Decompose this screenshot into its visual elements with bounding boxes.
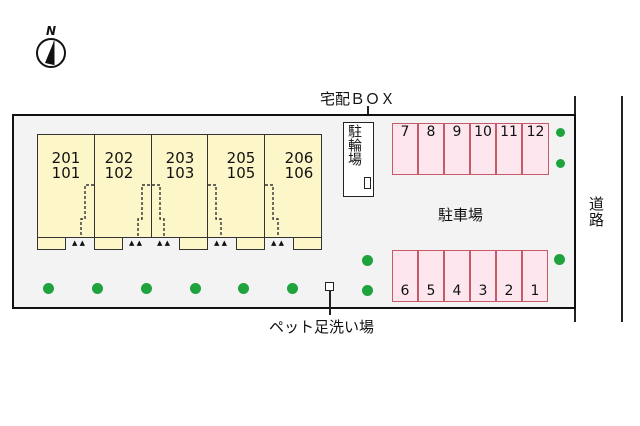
compass-north-label: N: [46, 24, 57, 38]
entrance-triangle-icon: ▲ ▲: [271, 239, 284, 247]
parking-space: 6: [392, 250, 418, 302]
balcony: [236, 237, 265, 250]
unit-number-upper: 206: [284, 149, 314, 167]
tree-icon: [141, 283, 152, 294]
bicycle-parking-label: 駐輪場: [346, 124, 362, 166]
parking-space: 1: [522, 250, 548, 302]
tree-icon: [190, 283, 201, 294]
parking-lot-label: 駐車場: [438, 206, 484, 224]
unit-number-lower: 106: [284, 164, 314, 182]
parking-space: 9: [444, 123, 470, 175]
tree-icon: [556, 128, 565, 137]
entrance-triangle-icon: ▲ ▲: [72, 239, 85, 247]
pet-foot-wash-leader-line: [329, 291, 331, 315]
north-arrow-icon: [36, 38, 66, 68]
parking-space: 4: [444, 250, 470, 302]
unit-number-lower: 105: [226, 164, 256, 182]
tree-icon: [556, 159, 565, 168]
parking-space: 12: [522, 123, 549, 175]
entrance-triangle-icon: ▲ ▲: [129, 239, 142, 247]
pet-foot-wash-label: ペット足洗い場: [269, 318, 375, 336]
entrance-triangle-icon: ▲ ▲: [157, 239, 170, 247]
parking-space: 8: [418, 123, 444, 175]
pet-foot-wash-marker-icon: [325, 282, 334, 291]
unit-number-lower: 103: [165, 164, 195, 182]
delivery-box-label: 宅配ＢＯＸ: [320, 90, 396, 108]
tree-icon: [362, 255, 373, 266]
unit-number-upper: 202: [104, 149, 134, 167]
parking-space: 2: [496, 250, 522, 302]
entrance-triangle-icon: ▲ ▲: [214, 239, 227, 247]
delivery-box-marker-icon: [364, 177, 371, 189]
parking-space: 3: [470, 250, 496, 302]
unit-205-105: [207, 134, 265, 238]
unit-206-106: [264, 134, 322, 238]
tree-icon: [92, 283, 103, 294]
parking-space: 10: [470, 123, 496, 175]
balcony: [179, 237, 208, 250]
balcony: [94, 237, 123, 250]
unit-number-lower: 101: [51, 164, 81, 182]
unit-number-upper: 203: [165, 149, 195, 167]
balcony: [293, 237, 322, 250]
parking-space: 5: [418, 250, 444, 302]
unit-202-102: [94, 134, 152, 238]
road-label: 道路: [587, 196, 605, 228]
balcony: [37, 237, 66, 250]
parking-space: 11: [496, 123, 522, 175]
tree-icon: [43, 283, 54, 294]
unit-number-lower: 102: [104, 164, 134, 182]
road-edge-line: [621, 96, 623, 322]
tree-icon: [238, 283, 249, 294]
parking-space: 7: [392, 123, 418, 175]
tree-icon: [362, 285, 373, 296]
tree-icon: [287, 283, 298, 294]
unit-number-upper: 201: [51, 149, 81, 167]
unit-number-upper: 205: [226, 149, 256, 167]
unit-203-103: [151, 134, 208, 238]
tree-icon: [554, 254, 565, 265]
